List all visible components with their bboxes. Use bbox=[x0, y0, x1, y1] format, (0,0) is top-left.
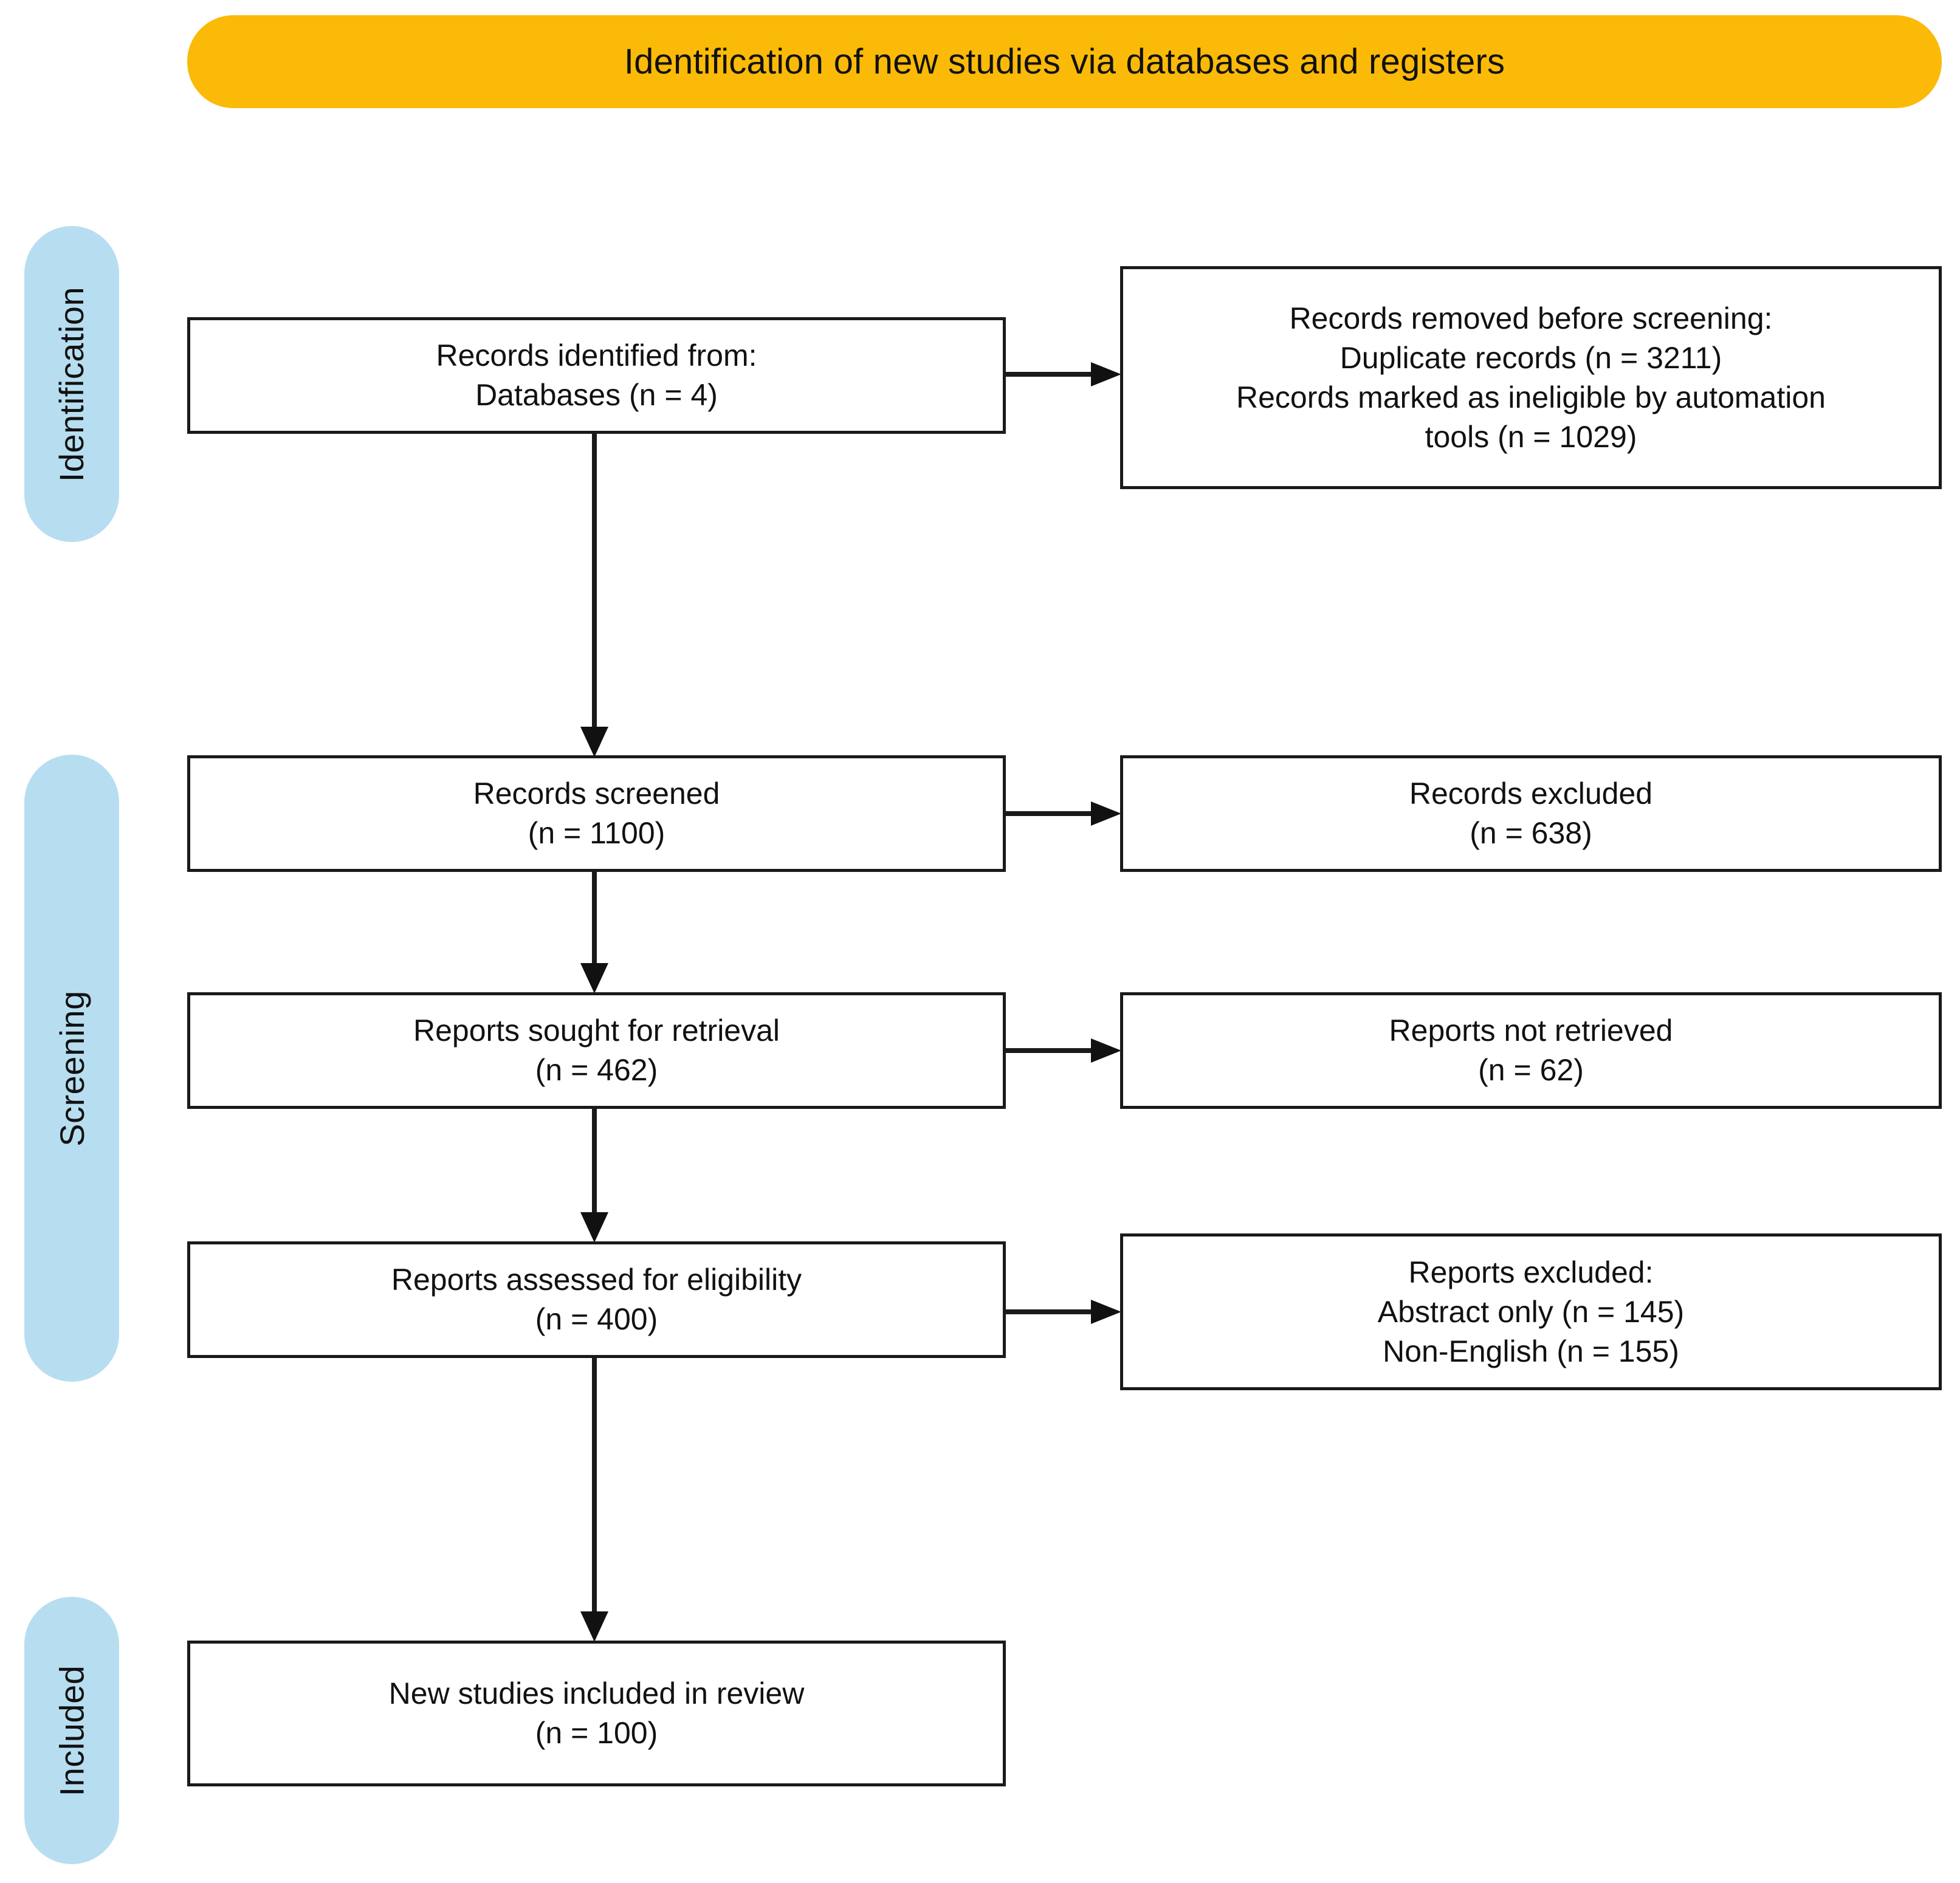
connector-identified-to-screened bbox=[580, 434, 608, 757]
box-line: (n = 638) bbox=[1470, 816, 1592, 850]
page-title: Identification of new studies via databa… bbox=[624, 42, 1505, 81]
box-line: Abstract only (n = 145) bbox=[1377, 1294, 1685, 1329]
connector-assessed-to-excluded bbox=[1006, 1300, 1121, 1324]
box-line: Non-English (n = 155) bbox=[1383, 1334, 1679, 1368]
box-line: Reports assessed for eligibility bbox=[391, 1263, 802, 1297]
box-records-identified: Records identified from: Databases (n = … bbox=[187, 317, 1006, 434]
connector-sought-to-assessed bbox=[580, 1109, 608, 1243]
box-records-removed: Records removed before screening: Duplic… bbox=[1120, 266, 1942, 489]
header-banner: Identification of new studies via databa… bbox=[187, 15, 1942, 108]
box-line: Reports sought for retrieval bbox=[413, 1014, 780, 1048]
box-line: Duplicate records (n = 3211) bbox=[1339, 340, 1722, 375]
box-line: Reports not retrieved bbox=[1389, 1014, 1673, 1048]
connector-sought-to-notretrieved bbox=[1006, 1038, 1121, 1063]
connector-identified-to-removed bbox=[1006, 362, 1121, 386]
box-line: tools (n = 1029) bbox=[1425, 419, 1637, 454]
connector-assessed-to-included bbox=[580, 1358, 608, 1642]
box-records-excluded: Records excluded (n = 638) bbox=[1120, 755, 1942, 872]
stage-pill-included: Included bbox=[24, 1597, 119, 1864]
box-line: (n = 1100) bbox=[528, 816, 665, 850]
connector-screened-to-sought bbox=[580, 872, 608, 993]
box-reports-excluded: Reports excluded: Abstract only (n = 145… bbox=[1120, 1233, 1942, 1390]
box-line: Records identified from: bbox=[436, 338, 757, 372]
box-line: Records marked as ineligible by automati… bbox=[1236, 380, 1826, 414]
box-reports-assessed: Reports assessed for eligibility (n = 40… bbox=[187, 1241, 1006, 1358]
stage-label-included: Included bbox=[52, 1665, 91, 1796]
box-line: Records excluded bbox=[1409, 777, 1653, 811]
box-line: Databases (n = 4) bbox=[475, 378, 718, 412]
box-line: (n = 400) bbox=[535, 1302, 658, 1336]
box-line: (n = 100) bbox=[535, 1716, 658, 1750]
connector-screened-to-excluded bbox=[1006, 801, 1121, 826]
box-reports-not-retrieved: Reports not retrieved (n = 62) bbox=[1120, 992, 1942, 1109]
stage-label-screening: Screening bbox=[52, 990, 91, 1147]
box-line: (n = 62) bbox=[1478, 1053, 1584, 1087]
box-line: New studies included in review bbox=[388, 1676, 805, 1710]
box-line: (n = 462) bbox=[535, 1053, 658, 1087]
stage-pill-identification: Identification bbox=[24, 226, 119, 542]
box-new-studies-included: New studies included in review (n = 100) bbox=[187, 1641, 1006, 1786]
box-reports-sought: Reports sought for retrieval (n = 462) bbox=[187, 992, 1006, 1109]
box-line: Records screened bbox=[473, 777, 720, 811]
stage-label-identification: Identification bbox=[52, 286, 91, 482]
stage-pill-screening: Screening bbox=[24, 755, 119, 1382]
box-line: Reports excluded: bbox=[1408, 1255, 1654, 1289]
box-line: Records removed before screening: bbox=[1289, 301, 1773, 335]
box-records-screened: Records screened (n = 1100) bbox=[187, 755, 1006, 872]
